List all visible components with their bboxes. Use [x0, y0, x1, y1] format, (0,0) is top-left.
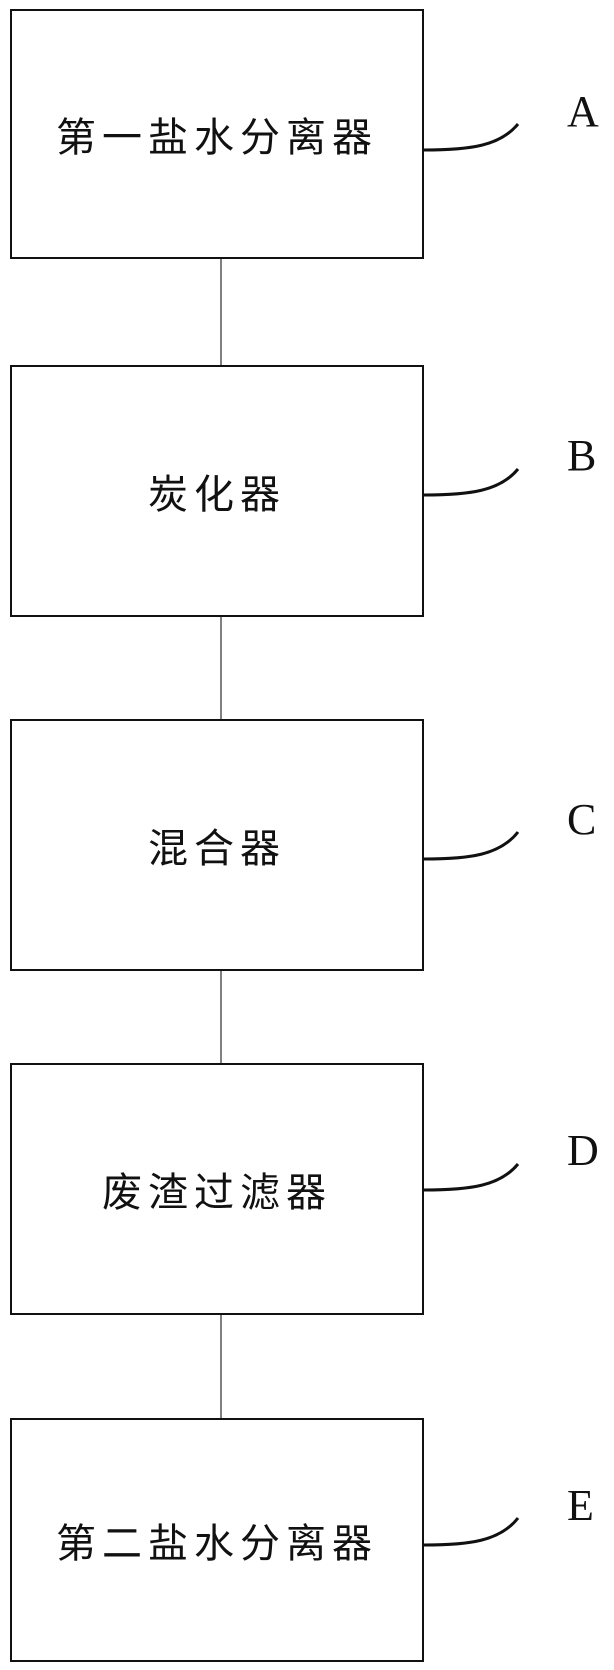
ref-letter-b: B	[567, 431, 597, 480]
leader-d	[423, 1163, 520, 1192]
leader-a	[423, 123, 520, 152]
block-label: 炭化器	[148, 472, 286, 518]
block-label: 第一盐水分离器	[56, 115, 378, 161]
block-first-brine-separator: 第一盐水分离器	[10, 9, 424, 259]
block-carbonizer: 炭化器	[10, 365, 424, 617]
block-mixer: 混合器	[10, 719, 424, 971]
ref-letter-d: D	[567, 1126, 599, 1175]
block-waste-residue-filter: 废渣过滤器	[10, 1063, 424, 1315]
ref-letter-c: C	[567, 795, 597, 844]
block-second-brine-separator: 第二盐水分离器	[10, 1418, 424, 1662]
ref-letter-a: A	[567, 87, 599, 136]
leader-c	[423, 831, 520, 861]
leader-b	[423, 468, 520, 497]
block-label: 第二盐水分离器	[56, 1521, 378, 1567]
block-label: 混合器	[148, 826, 286, 872]
block-label: 废渣过滤器	[102, 1170, 332, 1216]
ref-letter-e: E	[567, 1481, 594, 1530]
leader-e	[423, 1517, 520, 1547]
